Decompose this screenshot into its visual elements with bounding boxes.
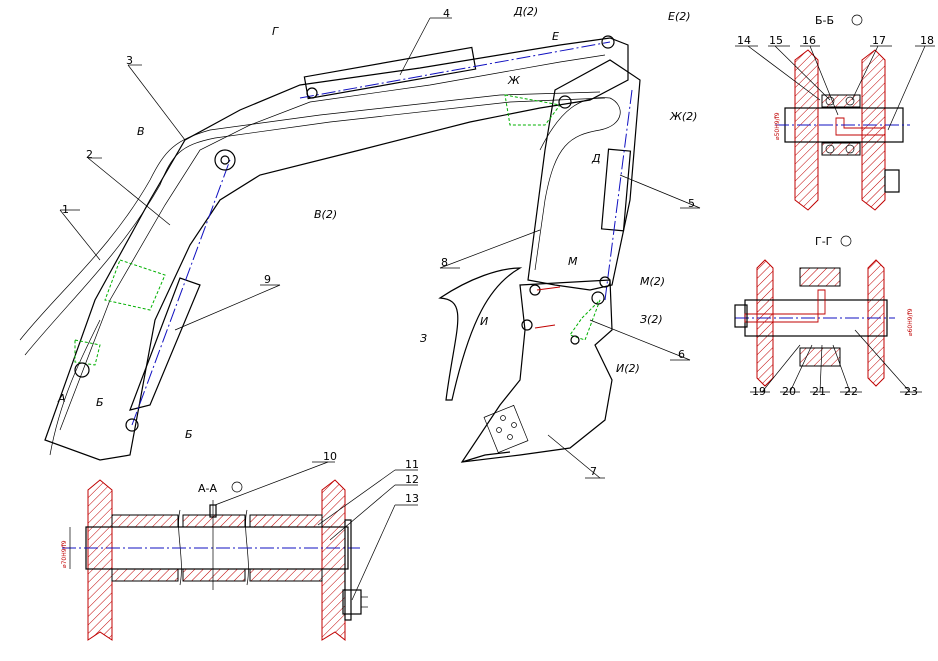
callout-16: 16: [802, 34, 816, 47]
callout-14: 14: [737, 34, 751, 47]
dim-aa: ⌀70H9/f9: [61, 540, 68, 568]
callout-12: 12: [405, 473, 419, 486]
callout-23: 23: [904, 385, 918, 398]
callout-15: 15: [769, 34, 783, 47]
view-a: А: [57, 392, 66, 405]
callout-1: 1: [62, 203, 69, 216]
callout-11: 11: [405, 458, 419, 471]
section-gg-title: Г-Г: [815, 235, 833, 248]
section-bb: Б-Б ⌀50H9/f9 14 15 16 17 18: [735, 14, 935, 211]
callout-10: 10: [323, 450, 337, 463]
view-z: З: [420, 332, 427, 345]
view-e2: Е(2): [668, 10, 691, 23]
view-markers: А Б Б В В(2) Г Д(2) Д Е Е(2) Ж Ж(2) З З(…: [57, 5, 697, 441]
section-bb-title: Б-Б: [815, 14, 834, 27]
view-i2: И(2): [616, 362, 640, 375]
callout-17: 17: [872, 34, 886, 47]
view-b: Б: [96, 396, 104, 409]
view-z2: З(2): [640, 313, 663, 326]
section-gg: Г-Г ⌀60H9/f9 19 20 21 22 23: [734, 235, 922, 398]
callout-3: 3: [126, 54, 133, 67]
callout-4: 4: [443, 7, 450, 20]
dim-bb: ⌀50H9/f9: [774, 112, 781, 140]
view-v2: В(2): [314, 208, 337, 221]
view-m: М: [568, 255, 578, 268]
view-d: Д: [591, 152, 601, 165]
view-b-2: Б: [185, 428, 193, 441]
pivot-pins: [74, 35, 615, 432]
callout-20: 20: [782, 385, 796, 398]
view-e: Е: [552, 30, 559, 43]
section-aa: А-А ⌀70H9/f9 10 11 12 13: [61, 450, 419, 642]
callout-6: 6: [678, 348, 685, 361]
excavator-assembly: [19, 35, 641, 463]
bucket-teeth-bolts: [496, 415, 517, 440]
callout-13: 13: [405, 492, 419, 505]
leader-lines: [59, 17, 701, 479]
callout-8: 8: [441, 256, 448, 269]
view-g: Г: [272, 25, 279, 38]
callout-9: 9: [264, 273, 271, 286]
view-zh: Ж: [507, 74, 521, 87]
callout-19: 19: [752, 385, 766, 398]
view-i: И: [480, 315, 488, 328]
dim-gg: ⌀60H9/f9: [907, 308, 914, 336]
view-m2: М(2): [640, 275, 665, 288]
callout-2: 2: [86, 148, 93, 161]
callout-7: 7: [590, 465, 597, 478]
view-zh2: Ж(2): [669, 110, 697, 123]
view-d2: Д(2): [513, 5, 538, 18]
callout-5: 5: [688, 197, 695, 210]
callout-numbers-main: 1 2 3 4 5 6 7 8 9: [62, 7, 695, 478]
view-v: В: [137, 125, 145, 138]
section-aa-title: А-А: [198, 482, 217, 495]
callout-21: 21: [812, 385, 826, 398]
callout-18: 18: [920, 34, 934, 47]
callout-22: 22: [844, 385, 858, 398]
